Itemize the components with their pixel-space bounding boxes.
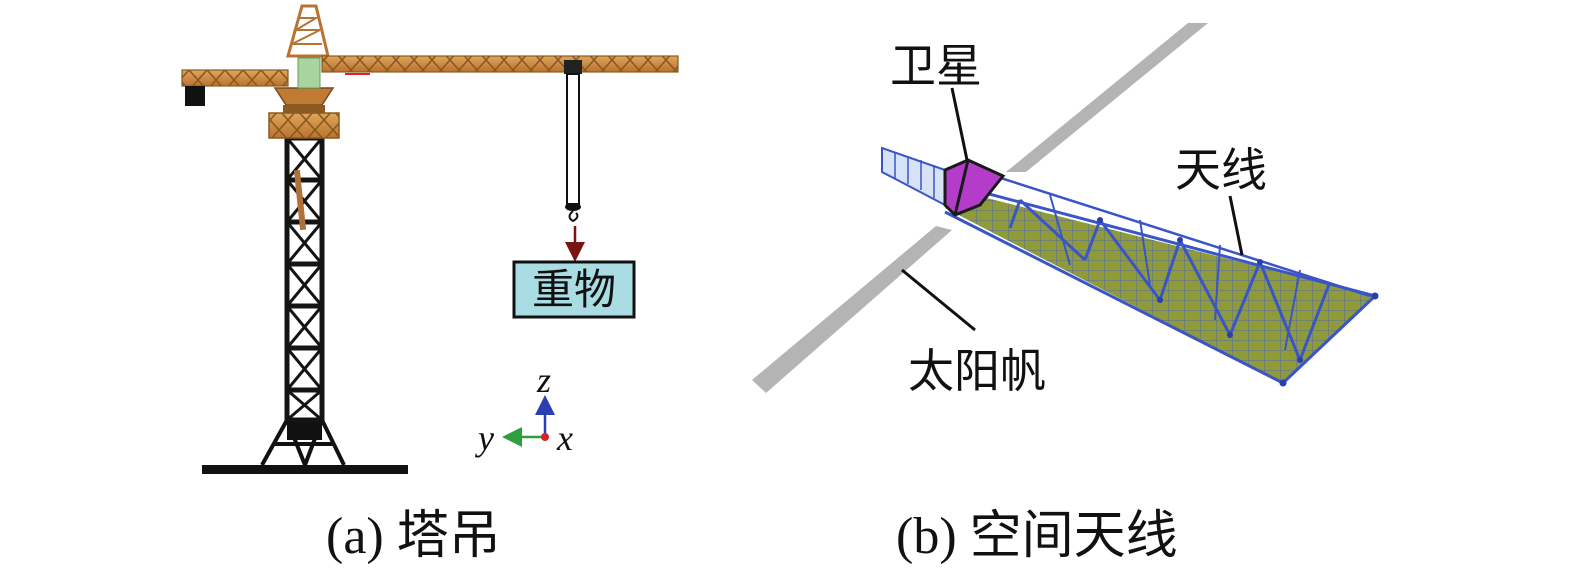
payload-box bbox=[512, 260, 636, 319]
crane-tower-peak bbox=[286, 4, 330, 58]
crane-operator-cabin bbox=[297, 57, 321, 89]
label-antenna: 天线 bbox=[1175, 143, 1267, 197]
leader-satellite bbox=[950, 87, 969, 161]
leader-solar-sail bbox=[901, 268, 976, 332]
payload-label: 重物 bbox=[532, 265, 616, 314]
crane-turntable bbox=[273, 87, 335, 106]
antenna-top-chord bbox=[959, 163, 1371, 298]
solar-sail-lower bbox=[752, 226, 952, 393]
crane-trolley bbox=[564, 60, 582, 74]
axis-x-label: x bbox=[556, 418, 573, 458]
crane-hoist-rope bbox=[566, 73, 580, 205]
label-solar-sail: 太阳帆 bbox=[908, 344, 1046, 398]
caption-b: (b) 空间天线 bbox=[896, 508, 1178, 565]
antenna-frame bbox=[944, 183, 1377, 385]
antenna-nodes bbox=[1097, 217, 1379, 387]
caption-a: (a) 塔吊 bbox=[326, 508, 501, 565]
crane-hook bbox=[568, 210, 579, 223]
solar-sail-upper bbox=[1006, 23, 1208, 172]
tower-crane: 重物 z y x (a) 塔吊 bbox=[181, 4, 679, 565]
crane-mast bbox=[284, 135, 325, 423]
leader-antenna bbox=[1228, 195, 1244, 256]
axis-x-point bbox=[541, 433, 549, 441]
crane-tower-bottom-block bbox=[287, 420, 322, 440]
crane-hook-block bbox=[565, 203, 581, 211]
axis-z-label: z bbox=[536, 360, 551, 400]
axis-triad: z y x bbox=[475, 360, 573, 458]
label-satellite: 卫星 bbox=[890, 39, 982, 93]
space-antenna: 卫星 天线 太阳帆 (b) 空间天线 bbox=[752, 23, 1379, 565]
antenna-rear-section bbox=[881, 146, 946, 207]
crane-counterweight bbox=[185, 86, 205, 106]
axis-y-label: y bbox=[475, 418, 494, 458]
